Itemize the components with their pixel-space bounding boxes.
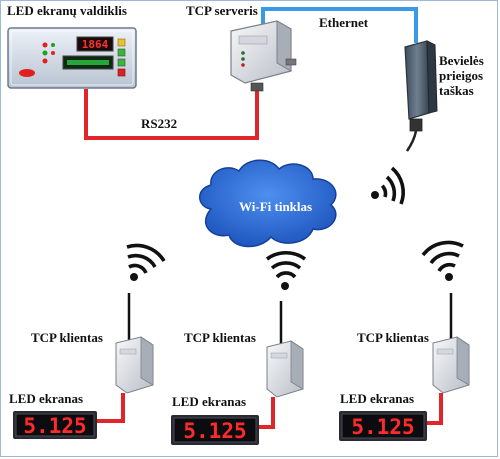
client-2-cable	[257, 397, 275, 429]
server-label: TCP serveris	[186, 3, 258, 18]
client-1-device	[115, 336, 154, 394]
client-3-cable	[425, 393, 443, 425]
controller-brand-logo	[19, 69, 35, 77]
client-2-group: 5.125	[171, 251, 307, 445]
led-screen-3-label: LED ekranas	[340, 391, 415, 406]
controller-label: LED ekranų valdiklis	[7, 3, 127, 18]
client-1-wifi-icon	[126, 243, 166, 281]
led-screen-3: 5.125	[339, 411, 427, 441]
access-point-label: Bevielės prieigos taškas	[439, 53, 484, 98]
client-1-cable	[95, 393, 125, 423]
wifi-cloud	[199, 159, 337, 248]
controller-display-top	[76, 36, 114, 52]
client-3-group: 5.125	[339, 240, 470, 441]
led-screen-2-label: LED ekranas	[172, 394, 247, 409]
access-point-device	[404, 40, 438, 152]
wifi-network-label: Wi-Fi tinklas	[239, 199, 313, 214]
rs232-cable	[84, 89, 259, 140]
led-screen-2-value: 5.125	[183, 419, 246, 443]
client-2-wifi-icon	[265, 251, 307, 290]
led-screen-2: 5.125	[171, 415, 259, 445]
rs232-label: RS232	[141, 116, 178, 131]
client-2-device	[266, 340, 304, 398]
client-3-label: TCP klientas	[357, 330, 429, 345]
client-3-device	[432, 336, 470, 394]
client-1-group: 5.125	[13, 243, 166, 439]
client-2-label: TCP klientas	[184, 330, 256, 345]
controller-display-value: 1864	[82, 38, 109, 51]
ethernet-label: Ethernet	[319, 15, 369, 30]
client-1-label: TCP klientas	[31, 330, 103, 345]
access-point-wifi-icon	[371, 166, 405, 205]
client-3-wifi-icon	[421, 240, 464, 281]
led-controller-device: 1864	[7, 27, 137, 89]
tcp-server-device	[230, 20, 297, 92]
led-screen-1: 5.125	[13, 411, 97, 439]
ethernet-cable	[261, 7, 418, 43]
led-screen-1-value: 5.125	[23, 414, 86, 438]
led-screen-3-value: 5.125	[351, 415, 414, 439]
led-screen-1-label: LED ekranas	[9, 391, 84, 406]
